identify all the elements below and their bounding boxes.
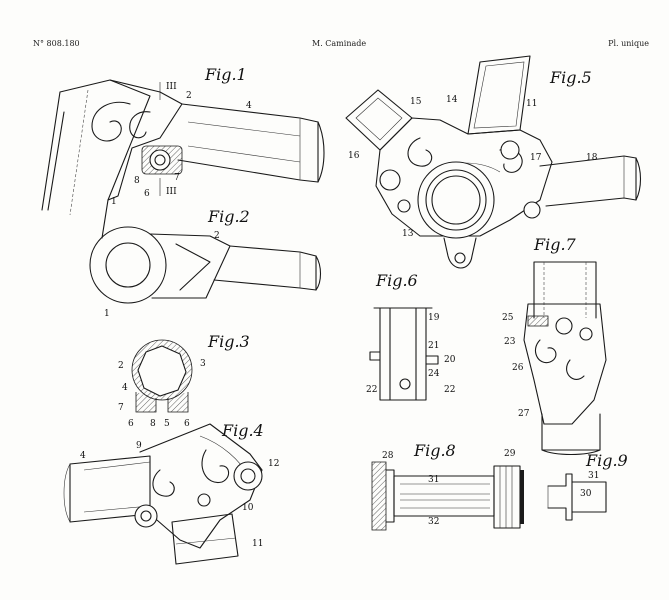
fig1-title: Fig.1: [204, 65, 247, 84]
fig5-label: 14: [446, 95, 458, 105]
fig3-label: 4: [122, 383, 128, 393]
fig1-label: 2: [186, 91, 192, 101]
figure-6: Fig.6 19 21 20 24 22 22: [366, 271, 456, 401]
fig8-label: 28: [382, 451, 394, 461]
fig2-title: Fig.2: [207, 207, 250, 226]
fig6-label: 20: [444, 355, 456, 365]
fig1-label: 8: [134, 176, 140, 186]
fig4-label: 12: [268, 459, 279, 469]
fig3-label: 7: [118, 403, 124, 413]
plate-label: Pl. unique: [608, 39, 649, 48]
fig3-label: 2: [118, 361, 124, 371]
fig5-label: 17: [530, 153, 542, 163]
fig5-label: 11: [526, 99, 537, 109]
figure-3: Fig.3 3 2 4 7 6 8 5 6: [118, 332, 250, 429]
fig7-label: 23: [504, 337, 516, 347]
fig6-title: Fig.6: [375, 271, 418, 290]
figure-1: Fig.1 III 2 4 8 6 7 III: [41, 65, 325, 239]
fig6-label: 24: [428, 369, 440, 379]
fig1-label: 7: [174, 173, 180, 183]
patent-number: N° 808.180: [33, 39, 80, 48]
figure-7: Fig.7 25 23 26 27: [502, 235, 607, 456]
figure-9: Fig.9 30 31: [547, 451, 628, 521]
fig6-label: 22: [444, 385, 455, 395]
fig5-label: 13: [402, 229, 414, 239]
fig4-label: 4: [80, 451, 86, 461]
fig4-title: Fig.4: [221, 421, 264, 440]
fig9-label: 30: [580, 489, 592, 499]
fig5-label: 16: [348, 151, 360, 161]
fig3-label: 8: [150, 419, 156, 429]
fig8-title: Fig.8: [413, 441, 456, 460]
fig6-label: 19: [428, 313, 440, 323]
fig2-label: 1: [104, 309, 110, 319]
figure-4: Fig.4 4 9 12 10 11: [63, 421, 279, 565]
fig8-label: 31: [428, 475, 439, 485]
fig4-label: 11: [252, 539, 263, 549]
fig7-label: 26: [512, 363, 524, 373]
fig3-label: 5: [164, 419, 170, 429]
fig1-label: 4: [246, 101, 252, 111]
fig9-label: 31: [588, 471, 599, 481]
fig5-label: 15: [410, 97, 422, 107]
fig1-label: III: [166, 82, 177, 92]
fig1-label: 6: [144, 189, 150, 199]
fig7-label: 27: [518, 409, 530, 419]
fig2-label: 2: [214, 231, 220, 241]
fig6-label: 21: [428, 341, 439, 351]
fig4-label: 9: [136, 441, 142, 451]
fig3-label: 6: [128, 419, 134, 429]
fig4-label: 10: [242, 503, 254, 513]
fig7-title: Fig.7: [533, 235, 577, 254]
fig7-label: 25: [502, 313, 514, 323]
fig8-label: 29: [504, 449, 516, 459]
figure-8: Fig.8 28 29 31 32: [371, 441, 524, 531]
figure-5: Fig.5: [345, 55, 642, 269]
fig5-title: Fig.5: [549, 68, 592, 87]
fig1-label: 1: [111, 197, 117, 207]
fig8-label: 32: [428, 517, 439, 527]
fig3-title: Fig.3: [207, 332, 250, 351]
fig1-label: III: [166, 187, 177, 197]
fig3-label: 3: [200, 359, 206, 369]
fig9-title: Fig.9: [585, 451, 628, 470]
fig5-label: 18: [586, 153, 598, 163]
fig6-label: 22: [366, 385, 377, 395]
figure-2: Fig.2 2 1: [89, 207, 322, 319]
inventor-name: M. Caminade: [312, 39, 367, 48]
fig3-label: 6: [184, 419, 190, 429]
